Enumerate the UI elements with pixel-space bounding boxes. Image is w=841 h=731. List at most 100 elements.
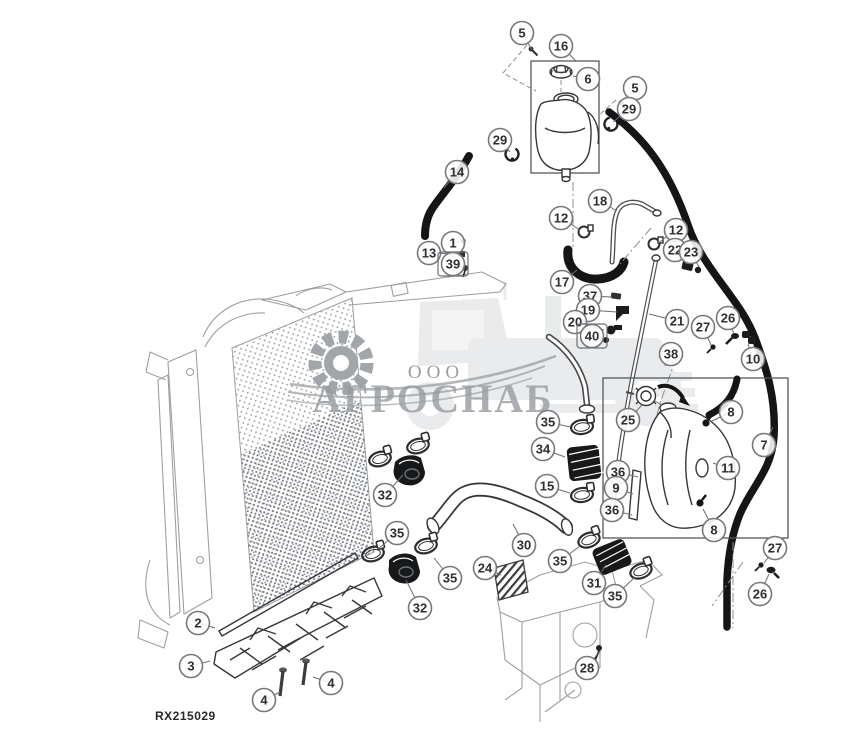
callout-4: 4 [251, 687, 281, 713]
tube-18 [609, 199, 662, 265]
callout-5: 5 [509, 20, 535, 51]
callout-number: 1 [449, 236, 456, 251]
callout-number: 11 [721, 461, 735, 476]
callout-32: 32 [405, 579, 433, 621]
callout-number: 12 [669, 223, 683, 238]
callout-number: 14 [450, 165, 465, 180]
callout-number: 26 [753, 587, 767, 602]
clamp-12-left [577, 224, 594, 239]
callout-number: 32 [378, 488, 392, 503]
callout-30: 30 [511, 523, 537, 558]
callout-circle [384, 520, 410, 546]
corrugated-hose-31 [592, 539, 632, 575]
callout-circle [658, 341, 684, 367]
mounting-bolts-4 [278, 658, 310, 697]
callout-number: 35 [541, 415, 555, 430]
callout-circle [562, 309, 588, 335]
callout-circle [530, 436, 556, 462]
callout-17: 17 [549, 269, 578, 295]
callout-circle [751, 432, 777, 458]
callout-circle [579, 323, 605, 349]
recovery-tank-assembly [502, 44, 617, 248]
screw-5-left [527, 45, 539, 57]
callout-13: 13 [416, 240, 457, 266]
callout-23: 23 [678, 239, 704, 268]
callout-35: 35 [602, 576, 636, 609]
callout-circle [548, 33, 574, 59]
callout-circle [548, 205, 574, 231]
bolt-27-lower [754, 562, 764, 572]
callout-circle [318, 670, 344, 696]
callout-number: 21 [670, 314, 684, 329]
seal-strip-2 [218, 552, 359, 637]
rotate-arrow [657, 383, 690, 406]
callout-8: 8 [711, 399, 744, 425]
callout-29: 29 [612, 96, 642, 123]
callout-27: 27 [690, 314, 716, 346]
callout-number: 22 [668, 243, 682, 258]
callout-number: 17 [555, 275, 569, 290]
callout-35: 35 [547, 545, 581, 574]
callout-number: 15 [540, 479, 554, 494]
hose-17 [563, 245, 629, 284]
clip-29-left [503, 147, 521, 163]
callout-27: 27 [762, 535, 788, 564]
callout-number: 26 [721, 311, 735, 326]
callout-circle [715, 455, 741, 481]
callout-circle [762, 535, 788, 561]
strap-9 [628, 469, 642, 521]
callout-circle [740, 346, 766, 372]
callout-number: 32 [413, 601, 427, 616]
callout-20: 20 [562, 309, 605, 335]
callout-number: 3 [187, 659, 194, 674]
callout-circle [534, 473, 560, 499]
callout-34: 34 [530, 436, 566, 462]
callout-number: 25 [621, 413, 635, 428]
callout-number: 35 [443, 571, 457, 586]
clamp-10 [742, 331, 756, 344]
callout-39: 39 [437, 251, 469, 277]
callout-2: 2 [185, 610, 216, 636]
screw-26-lower [766, 566, 780, 579]
callout-number: 19 [581, 303, 595, 318]
callout-number: 29 [493, 133, 507, 148]
callout-circle [437, 565, 463, 591]
callout-number: 27 [696, 320, 710, 335]
callout-14: 14 [443, 159, 470, 189]
callout-8: 8 [701, 508, 727, 543]
callout-circle [472, 555, 498, 581]
callout-11: 11 [712, 455, 741, 481]
callout-number: 23 [684, 245, 698, 260]
watermark-brand: АГРОСНАБ [312, 376, 553, 421]
callout-10: 10 [740, 343, 766, 372]
callout-number: 36 [611, 465, 625, 480]
callout-circle [718, 399, 744, 425]
callout-35: 35 [377, 520, 410, 550]
callout-26: 26 [747, 573, 773, 607]
callout-21: 21 [648, 308, 690, 334]
callout-circle [416, 240, 442, 266]
callout-circle [511, 532, 537, 558]
watermark: ООО АГРОСНАБ [286, 282, 698, 430]
callout-number: 28 [580, 661, 594, 676]
callout-35: 35 [535, 409, 571, 435]
lower-tank-tray-3 [213, 577, 383, 679]
callout-circle [615, 407, 641, 433]
callout-number: 8 [710, 523, 717, 538]
callout-26: 26 [715, 305, 741, 335]
callout-circle [587, 188, 613, 214]
callout-number: 31 [587, 576, 601, 591]
bolt-27-upper [706, 344, 716, 354]
debris-screen-24 [493, 559, 529, 601]
hose-30 [426, 482, 574, 536]
callout-number: 27 [768, 541, 782, 556]
callout-circle [602, 583, 628, 609]
callout-circle [574, 655, 600, 681]
callout-circle [509, 20, 535, 46]
watermark-swoosh [286, 354, 557, 407]
callout-number: 5 [631, 81, 638, 96]
callout-12: 12 [548, 205, 581, 231]
